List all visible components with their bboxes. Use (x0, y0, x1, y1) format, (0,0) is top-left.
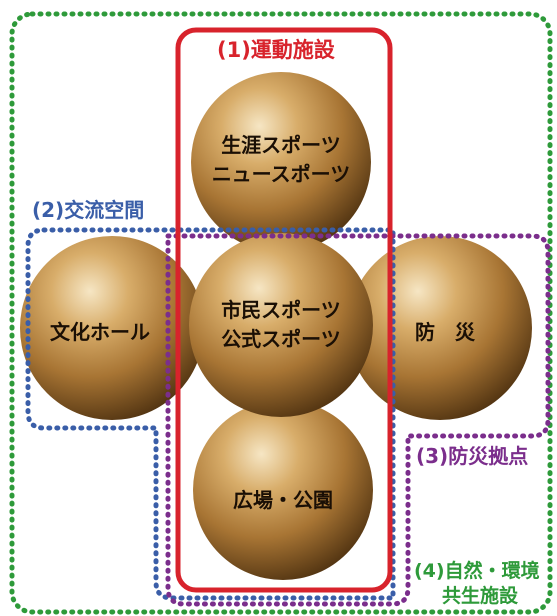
sphere-center-line1: 市民スポーツ (221, 298, 341, 322)
exchange-frame (25, 227, 396, 601)
nature-label-line2: 共生施設 (440, 585, 521, 607)
sports-frame (175, 27, 393, 593)
nature-label-line1: (4)自然・環境 (412, 560, 542, 582)
sphere-top-line2: ニュースポーツ (211, 162, 351, 186)
sphere-center-line2: 公式スポーツ (221, 327, 341, 351)
nature-frame (9, 11, 553, 615)
exchange-label: (2)交流空間 (30, 198, 147, 222)
sphere-bottom (193, 400, 373, 580)
sphere-top-text: 生涯スポーツ ニュースポーツ (191, 131, 371, 189)
sphere-top-line1: 生涯スポーツ (221, 133, 341, 157)
sphere-right-text: 防 災 (415, 320, 475, 344)
disaster-frame (165, 233, 551, 607)
disaster-label: (3)防災拠点 (414, 444, 531, 468)
sphere-left-text: 文化ホール (50, 320, 150, 344)
sphere-left (20, 236, 204, 420)
sphere-top (191, 72, 371, 252)
sphere-center (189, 233, 373, 417)
sports-label: (1)運動施設 (215, 38, 337, 62)
sphere-center-text: 市民スポーツ 公式スポーツ (191, 296, 371, 354)
sphere-bottom-text: 広場・公園 (233, 488, 333, 512)
